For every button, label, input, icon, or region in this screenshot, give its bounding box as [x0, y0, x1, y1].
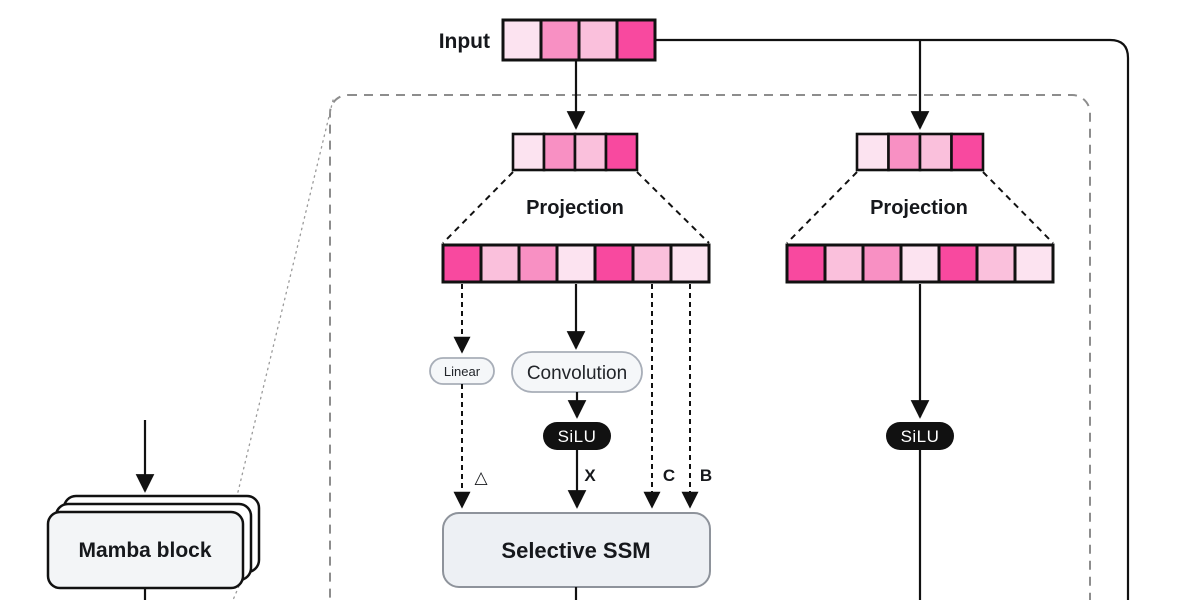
right-wide-cell-3 — [861, 243, 903, 284]
delta-parameter-label: △ — [474, 468, 488, 487]
left-wide-cell-2 — [479, 243, 521, 284]
left-wide-cell-1 — [441, 243, 483, 284]
input-label: Input — [439, 30, 490, 53]
input-cell-4 — [615, 18, 657, 62]
silu-right-pill — [886, 422, 954, 450]
left-narrow-cell-4 — [604, 132, 639, 172]
right-projection-slant-right — [982, 171, 1054, 244]
right-wide-bar — [785, 243, 1055, 284]
left-narrow-cell-3 — [573, 132, 608, 172]
input-cell-3 — [577, 18, 619, 62]
left-projection-label: Projection — [526, 197, 624, 219]
residual-skip-line — [655, 38, 1130, 600]
right-narrow-cell-2 — [887, 132, 922, 172]
right-projection-slant-left — [786, 171, 858, 244]
linear-label: Linear — [444, 364, 481, 379]
right-wide-cell-7 — [1013, 243, 1055, 284]
input-cell-1 — [501, 18, 543, 62]
right-wide-cell-4 — [899, 243, 941, 284]
b-parameter-label: B — [700, 466, 712, 485]
left-projection-slant-left — [442, 171, 514, 244]
left-wide-bar — [441, 243, 711, 284]
zoom-connector-bottom-line — [232, 585, 240, 600]
right-wide-cell-2 — [823, 243, 865, 284]
right-narrow-cell-1 — [855, 132, 890, 172]
selective-ssm-label: Selective SSM — [501, 538, 650, 563]
right-wide-cell-5 — [937, 243, 979, 284]
input-bar — [501, 18, 657, 62]
silu-left-pill — [543, 422, 611, 450]
right-wide-cell-1 — [785, 243, 827, 284]
silu-right-label: SiLU — [901, 427, 940, 446]
left-wide-cell-6 — [631, 243, 673, 284]
mamba-block-stack: Mamba block — [46, 494, 261, 590]
input-cell-2 — [539, 18, 581, 62]
left-narrow-cell-2 — [542, 132, 577, 172]
x-parameter-label: X — [584, 466, 596, 485]
right-narrow-cell-3 — [918, 132, 953, 172]
c-parameter-label: C — [663, 466, 675, 485]
left-projection-slant-right — [636, 171, 710, 244]
mamba-block-detail-container — [329, 94, 1091, 600]
left-narrow-bar — [511, 132, 639, 172]
right-narrow-bar — [855, 132, 985, 172]
zoom-connector-top-line — [236, 99, 334, 497]
right-narrow-cell-4 — [950, 132, 985, 172]
left-wide-cell-4 — [555, 243, 597, 284]
silu-left-label: SiLU — [558, 427, 597, 446]
left-wide-cell-3 — [517, 243, 559, 284]
right-wide-cell-6 — [975, 243, 1017, 284]
left-narrow-cell-1 — [511, 132, 546, 172]
left-wide-cell-5 — [593, 243, 635, 284]
convolution-label: Convolution — [527, 363, 627, 384]
mamba-block-label: Mamba block — [78, 539, 211, 562]
right-projection-label: Projection — [870, 197, 968, 219]
left-wide-cell-7 — [669, 243, 711, 284]
